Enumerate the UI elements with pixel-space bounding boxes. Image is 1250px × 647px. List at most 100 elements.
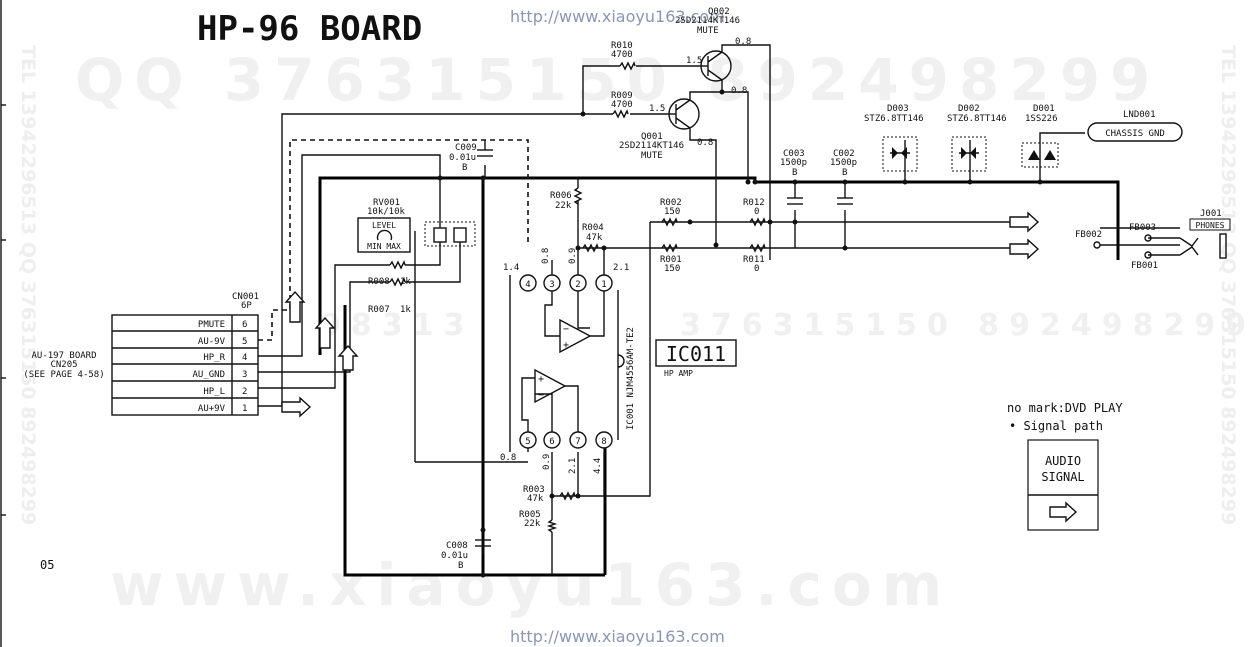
svg-text:CHASSIS GND: CHASSIS GND — [1105, 129, 1165, 139]
diode-d003: D003 STZ6.8TT146 — [864, 104, 924, 172]
svg-text:22k: 22k — [555, 201, 572, 211]
cn-pin5-label: AU-9V — [198, 337, 226, 347]
diode-d002: D002 STZ6.8TT146 — [947, 104, 1007, 172]
svg-text:−: − — [538, 390, 544, 401]
junction-dots — [437, 89, 1043, 578]
wires — [258, 44, 1180, 575]
watermark-tel-left: TEL 13942296513 QQ 376315150 892498299 — [17, 45, 39, 525]
transistor-q001: Q001 2SD2114KT146 MUTE — [619, 98, 700, 161]
arrow-up-icon — [284, 290, 306, 323]
svg-text:1500p: 1500p — [780, 158, 807, 168]
svg-text:MIN MAX: MIN MAX — [367, 242, 401, 251]
svg-text:7: 7 — [575, 437, 580, 447]
svg-text:3: 3 — [549, 280, 554, 290]
svg-text:R001: R001 — [660, 255, 682, 265]
svg-text:no mark:DVD PLAY: no mark:DVD PLAY — [1007, 401, 1123, 415]
page-number: 05 — [40, 558, 54, 572]
url-watermark-bottom: http://www.xiaoyu163.com — [510, 627, 725, 646]
rv001-level-pot: RV001 10k/10k LEVEL MIN MAX — [357, 198, 476, 253]
knob-icon — [376, 229, 393, 241]
svg-text:LEVEL: LEVEL — [372, 221, 396, 230]
svg-text:10k/10k: 10k/10k — [367, 207, 406, 217]
connector-cn001: CN001 6P PMUTE AU-9V HP_R AU_GND HP_L AU… — [111, 292, 259, 416]
svg-text:R007: R007 — [368, 305, 390, 315]
svg-text:0.9: 0.9 — [542, 454, 552, 470]
svg-text:1.5: 1.5 — [649, 104, 665, 114]
legend: no mark:DVD PLAY • Signal path AUDIO SIG… — [1007, 401, 1123, 531]
watermark-layer: QQ 376315150 892498299 376315150 8924982… — [17, 45, 1246, 619]
svg-text:PHONES: PHONES — [1196, 221, 1225, 230]
svg-text:0.8: 0.8 — [697, 138, 713, 148]
svg-text:FB002: FB002 — [1075, 230, 1102, 240]
watermark-mid-left: 98313 — [320, 308, 474, 343]
arrow-right-icon — [281, 396, 312, 418]
svg-text:• Signal path: • Signal path — [1009, 419, 1103, 433]
svg-text:47k: 47k — [527, 494, 544, 504]
svg-text:+: + — [563, 340, 569, 351]
svg-text:1k: 1k — [400, 305, 411, 315]
cn-pin6-num: 6 — [242, 320, 247, 330]
svg-text:0: 0 — [754, 264, 759, 274]
svg-text:+: + — [538, 374, 544, 385]
ic001-op-amp: − + + − 4 3 2 1 5 6 7 8 IC001 NJM4556AM-… — [509, 274, 636, 452]
resistor-r010 — [619, 61, 636, 71]
svg-text:R006: R006 — [550, 191, 572, 201]
resistor-r004 — [582, 243, 599, 253]
cn-pin4-label: HP_R — [203, 353, 225, 363]
url-watermark-top: http://www.xiaoyu163.com — [510, 7, 725, 26]
svg-text:R002: R002 — [660, 198, 682, 208]
svg-text:HP AMP: HP AMP — [664, 369, 693, 378]
ic-vertical-part: IC001 NJM4556AM-TE2 — [626, 327, 636, 430]
svg-text:C009: C009 — [455, 143, 477, 153]
cn001-ref: CN001 — [232, 292, 259, 302]
cn-pin5-num: 5 — [242, 337, 247, 347]
svg-text:B: B — [842, 168, 847, 178]
arrow-up-icon — [314, 316, 336, 349]
resistor-r005 — [546, 519, 558, 533]
svg-text:0.01u: 0.01u — [441, 551, 468, 561]
svg-text:R009: R009 — [611, 91, 633, 101]
svg-text:150: 150 — [664, 207, 680, 217]
svg-text:−: − — [563, 324, 569, 335]
svg-text:B: B — [458, 561, 463, 571]
lnd001-chassis-gnd: LND001 CHASSIS GND — [1087, 110, 1183, 142]
watermark-qq-line: QQ 376315150 892498299 — [75, 46, 1160, 114]
svg-text:R010: R010 — [611, 41, 633, 51]
cn-pin3-label: AU_GND — [192, 370, 225, 380]
resistor-r007 — [389, 277, 406, 287]
resistor-r006 — [573, 187, 583, 205]
resistor-symbols — [389, 61, 766, 533]
svg-text:5: 5 — [525, 437, 530, 447]
svg-text:LND001: LND001 — [1123, 110, 1156, 120]
svg-text:R003: R003 — [523, 485, 545, 495]
svg-text:4700: 4700 — [611, 100, 633, 110]
svg-text:1.5: 1.5 — [686, 56, 702, 66]
svg-text:C003: C003 — [783, 149, 805, 159]
svg-text:0.8: 0.8 — [541, 248, 551, 264]
svg-text:R012: R012 — [743, 198, 765, 208]
svg-text:0.01u: 0.01u — [449, 153, 476, 163]
svg-text:1SS226: 1SS226 — [1025, 114, 1058, 124]
svg-text:2SD2114KT146: 2SD2114KT146 — [619, 141, 684, 151]
svg-text:D002: D002 — [958, 104, 980, 114]
svg-text:4.4: 4.4 — [593, 458, 603, 474]
jack-j001: J001 PHONES — [1179, 209, 1231, 259]
voltage-labels: 1.4 0.8 0.9 2.1 0.8 0.9 2.1 4.4 1.5 0.8 … — [500, 37, 751, 474]
svg-text:1.4: 1.4 — [503, 263, 519, 273]
resistor-r003 — [559, 491, 576, 501]
svg-text:150: 150 — [664, 264, 680, 274]
page-edge-marks — [0, 0, 6, 647]
resistor-r009 — [612, 109, 629, 119]
arrow-right-icon — [1009, 238, 1040, 260]
svg-text:B: B — [462, 163, 467, 173]
svg-text:1k: 1k — [400, 277, 411, 287]
svg-text:FB001: FB001 — [1131, 261, 1158, 271]
svg-text:(SEE PAGE 4-58): (SEE PAGE 4-58) — [23, 370, 104, 380]
svg-text:AU-197 BOARD: AU-197 BOARD — [31, 351, 96, 361]
svg-text:FB003: FB003 — [1129, 223, 1156, 233]
svg-text:D001: D001 — [1033, 104, 1055, 114]
svg-text:Q002: Q002 — [708, 7, 730, 17]
svg-text:STZ6.8TT146: STZ6.8TT146 — [947, 114, 1007, 124]
svg-text:1500p: 1500p — [830, 158, 857, 168]
svg-text:22k: 22k — [524, 519, 541, 529]
